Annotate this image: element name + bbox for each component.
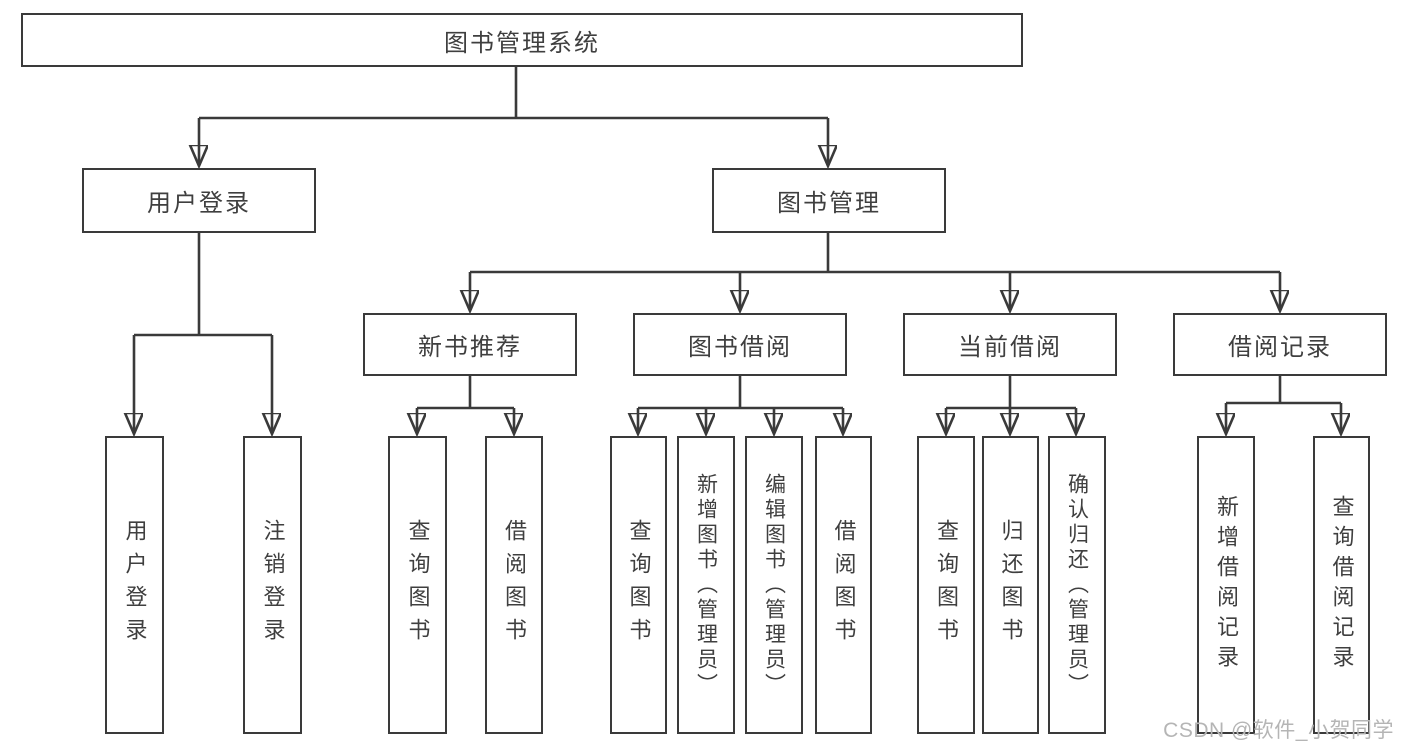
leaf-confirm-return-admin: 确认归还（管理员） bbox=[1048, 436, 1106, 734]
node-borrow-records-label: 借阅记录 bbox=[1228, 334, 1332, 361]
node-user-login: 用户登录 bbox=[82, 168, 316, 233]
leaf-logout: 注销登录 bbox=[243, 436, 302, 734]
leaf-borrow-query-books-label: 查询图书 bbox=[626, 519, 652, 651]
leaf-current-query-books-label: 查询图书 bbox=[934, 519, 959, 651]
connector-borrow-records bbox=[1226, 376, 1341, 432]
leaf-add-borrow-record: 新增借阅记录 bbox=[1197, 436, 1255, 734]
leaf-logout-label: 注销登录 bbox=[260, 519, 286, 651]
node-new-book-recommend-label: 新书推荐 bbox=[418, 334, 522, 361]
node-library-system: 图书管理系统 bbox=[21, 13, 1023, 67]
node-user-login-label: 用户登录 bbox=[147, 190, 251, 217]
node-library-system-label: 图书管理系统 bbox=[444, 29, 600, 57]
node-current-borrow-label: 当前借阅 bbox=[958, 334, 1062, 361]
leaf-confirm-return-admin-label: 确认归还（管理员） bbox=[1065, 472, 1089, 698]
leaf-query-borrow-record-label: 查询借阅记录 bbox=[1329, 495, 1355, 675]
csdn-watermark: CSDN @软件_小贺同学 bbox=[1163, 719, 1394, 742]
leaf-recommend-query-books-label: 查询图书 bbox=[405, 519, 431, 651]
node-book-management-label: 图书管理 bbox=[777, 190, 881, 217]
leaf-user-login: 用户登录 bbox=[105, 436, 164, 734]
leaf-borrow-books: 借阅图书 bbox=[815, 436, 872, 734]
leaf-recommend-borrow-books: 借阅图书 bbox=[485, 436, 543, 734]
node-new-book-recommend: 新书推荐 bbox=[363, 313, 577, 376]
leaf-add-books-admin: 新增图书（管理员） bbox=[677, 436, 735, 734]
node-borrow-records: 借阅记录 bbox=[1173, 313, 1387, 376]
connector-root bbox=[199, 67, 828, 164]
leaf-edit-books-admin-label: 编辑图书（管理员） bbox=[762, 472, 786, 698]
leaf-recommend-query-books: 查询图书 bbox=[388, 436, 447, 734]
node-book-management: 图书管理 bbox=[712, 168, 946, 233]
connector-new-book-recommend bbox=[417, 376, 514, 432]
leaf-borrow-query-books: 查询图书 bbox=[610, 436, 667, 734]
leaf-current-query-books: 查询图书 bbox=[917, 436, 975, 734]
node-current-borrow: 当前借阅 bbox=[903, 313, 1117, 376]
node-book-borrow: 图书借阅 bbox=[633, 313, 847, 376]
node-book-borrow-label: 图书借阅 bbox=[688, 334, 792, 361]
connector-book-management bbox=[470, 233, 1280, 309]
leaf-edit-books-admin: 编辑图书（管理员） bbox=[745, 436, 803, 734]
connector-user-login bbox=[134, 233, 272, 432]
leaf-user-login-label: 用户登录 bbox=[122, 519, 148, 651]
connector-book-borrow bbox=[638, 376, 843, 432]
leaf-add-books-admin-label: 新增图书（管理员） bbox=[694, 472, 718, 698]
connector-current-borrow bbox=[946, 376, 1076, 432]
leaf-recommend-borrow-books-label: 借阅图书 bbox=[502, 519, 527, 651]
leaf-return-books: 归还图书 bbox=[982, 436, 1039, 734]
leaf-query-borrow-record: 查询借阅记录 bbox=[1313, 436, 1370, 734]
leaf-add-borrow-record-label: 新增借阅记录 bbox=[1214, 495, 1239, 675]
leaf-borrow-books-label: 借阅图书 bbox=[831, 519, 857, 651]
leaf-return-books-label: 归还图书 bbox=[998, 519, 1024, 651]
